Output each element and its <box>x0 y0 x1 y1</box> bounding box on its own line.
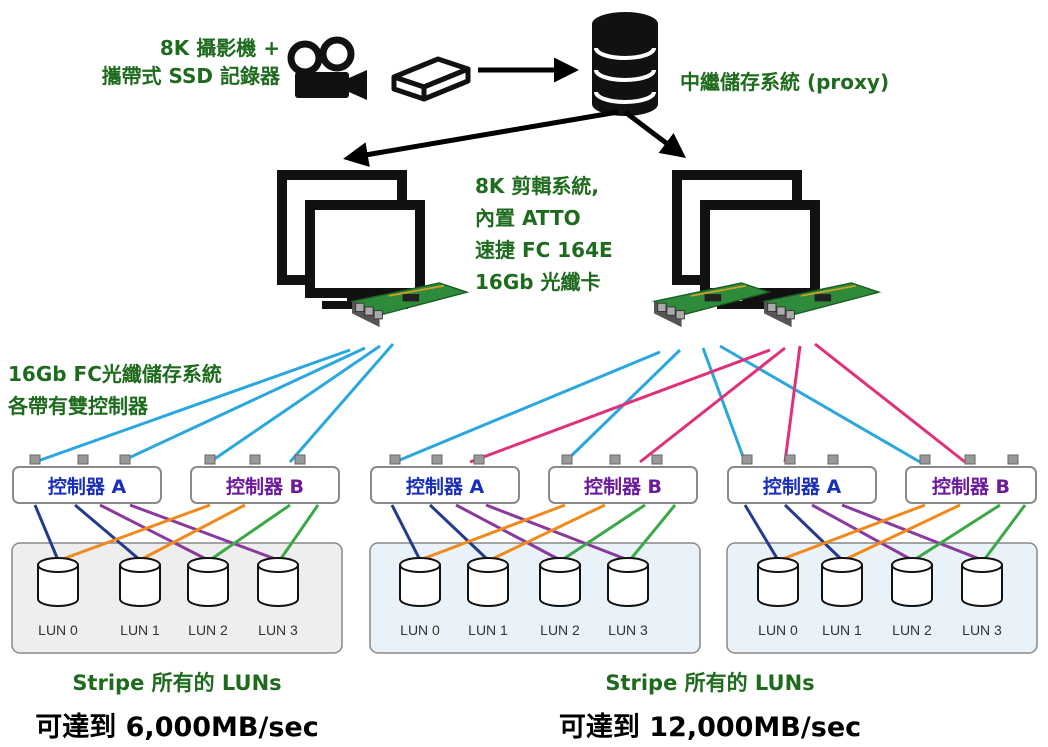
internal-cable <box>779 503 926 562</box>
lun-label: LUN 0 <box>758 622 798 638</box>
right-stripe-caption: Stripe 所有的 LUNs <box>605 671 815 695</box>
internal-cable <box>278 504 320 561</box>
disk-cylinder-icon <box>607 557 649 607</box>
internal-cable <box>455 503 561 562</box>
lun-label: LUN 2 <box>892 622 932 638</box>
disk-cylinder-icon <box>539 557 581 607</box>
left-speed-caption: 可達到 6,000MB/sec <box>35 712 319 743</box>
internal-cable <box>139 503 246 562</box>
fc-cable <box>783 345 802 463</box>
internal-cable <box>485 503 629 562</box>
disk-cylinder-icon <box>187 557 229 607</box>
disk-cylinder-icon <box>37 557 79 607</box>
left-workstation-icon <box>282 175 420 309</box>
disk-cylinder-icon <box>891 557 933 607</box>
arrow-proxy-to-right-workstation <box>623 110 686 159</box>
internal-cable <box>59 503 211 562</box>
camera-label-line1: 8K 攝影機 + <box>159 36 280 60</box>
internal-cable <box>743 504 780 561</box>
lun-label: LUN 1 <box>120 622 160 638</box>
array3-controller-a: 控制器 A <box>727 466 877 504</box>
internal-cable <box>843 503 961 562</box>
lun-label: LUN 0 <box>38 622 78 638</box>
internal-cable <box>628 504 677 561</box>
fc-cable <box>209 344 381 464</box>
edit-label-line2: 內置 ATTO <box>475 206 581 230</box>
internal-cable <box>99 503 209 562</box>
camera-icon <box>287 36 367 100</box>
lun-label: LUN 3 <box>258 622 298 638</box>
disk-cylinder-icon <box>961 557 1003 607</box>
internal-cable <box>783 503 844 562</box>
internal-cable <box>841 503 983 562</box>
fc-cable <box>814 342 966 464</box>
array1-controller-a: 控制器 A <box>12 466 162 504</box>
lun-label: LUN 2 <box>188 622 228 638</box>
disk-cylinder-icon <box>821 557 863 607</box>
internal-cable <box>209 503 291 562</box>
fc-cables <box>34 342 966 464</box>
fc-cable <box>639 346 786 464</box>
fc-cable <box>719 344 921 464</box>
edit-label-line3: 速捷 FC 164E <box>475 238 613 262</box>
fc-cable <box>288 343 395 463</box>
lun-label: LUN 2 <box>540 622 580 638</box>
lun-label: LUN 1 <box>468 622 508 638</box>
internal-cable <box>390 504 422 561</box>
internal-cable <box>982 504 1027 561</box>
fc-cable <box>701 347 747 463</box>
internal-cable <box>33 504 60 561</box>
camera-label: 8K 攝影機 + 攜帶式 SSD 記錄器 <box>40 34 280 90</box>
internal-cable <box>74 503 141 562</box>
storage-label-line1: 16Gb FC光纖儲存系統 <box>8 362 222 386</box>
database-icon <box>592 12 658 116</box>
disk-cylinder-icon <box>467 557 509 607</box>
camera-label-line2: 攜帶式 SSD 記錄器 <box>101 64 280 88</box>
fc-cable <box>34 348 351 464</box>
internal-cable <box>913 503 1001 562</box>
disk-cylinder-icon <box>257 557 299 607</box>
fc-cable <box>394 350 661 464</box>
disk-cylinder-icon <box>757 557 799 607</box>
array2-controller-a: 控制器 A <box>370 466 520 504</box>
internal-cable <box>419 503 566 562</box>
fc-cable <box>119 346 366 464</box>
disk-cylinder-icon <box>119 557 161 607</box>
array1-controller-b: 控制器 B <box>190 466 340 504</box>
lun-label: LUN 0 <box>400 622 440 638</box>
disk-cylinder-icon <box>399 557 441 607</box>
edit-label-line4: 16Gb 光纖卡 <box>475 270 601 294</box>
left-stripe-caption: Stripe 所有的 LUNs <box>72 671 282 695</box>
proxy-label: 中繼儲存系統 (proxy) <box>680 70 890 94</box>
array3-controller-b: 控制器 B <box>905 466 1037 504</box>
edit-label-line1: 8K 剪輯系統, <box>475 174 599 198</box>
internal-cable <box>129 503 279 562</box>
storage-label-line2: 各帶有雙控制器 <box>8 394 148 418</box>
internal-cable <box>811 503 913 562</box>
internal-cable <box>561 503 646 562</box>
arrow-proxy-to-left-workstation <box>343 109 619 167</box>
right-speed-caption: 可達到 12,000MB/sec <box>558 712 862 743</box>
ssd-icon <box>391 56 471 102</box>
internal-cable <box>489 503 606 562</box>
storage-system-label: 16Gb FC光纖儲存系統 各帶有雙控制器 <box>8 358 222 422</box>
fc-cable <box>469 348 771 464</box>
internal-cables <box>33 503 1027 562</box>
controller-ports <box>29 454 1019 465</box>
internal-cable <box>428 503 490 562</box>
lun-label: LUN 3 <box>962 622 1002 638</box>
lun-label: LUN 3 <box>608 622 648 638</box>
edit-system-label: 8K 剪輯系統, 內置 ATTO 速捷 FC 164E 16Gb 光纖卡 <box>475 170 613 298</box>
array2-controller-b: 控制器 B <box>548 466 698 504</box>
lun-label: LUN 1 <box>822 622 862 638</box>
